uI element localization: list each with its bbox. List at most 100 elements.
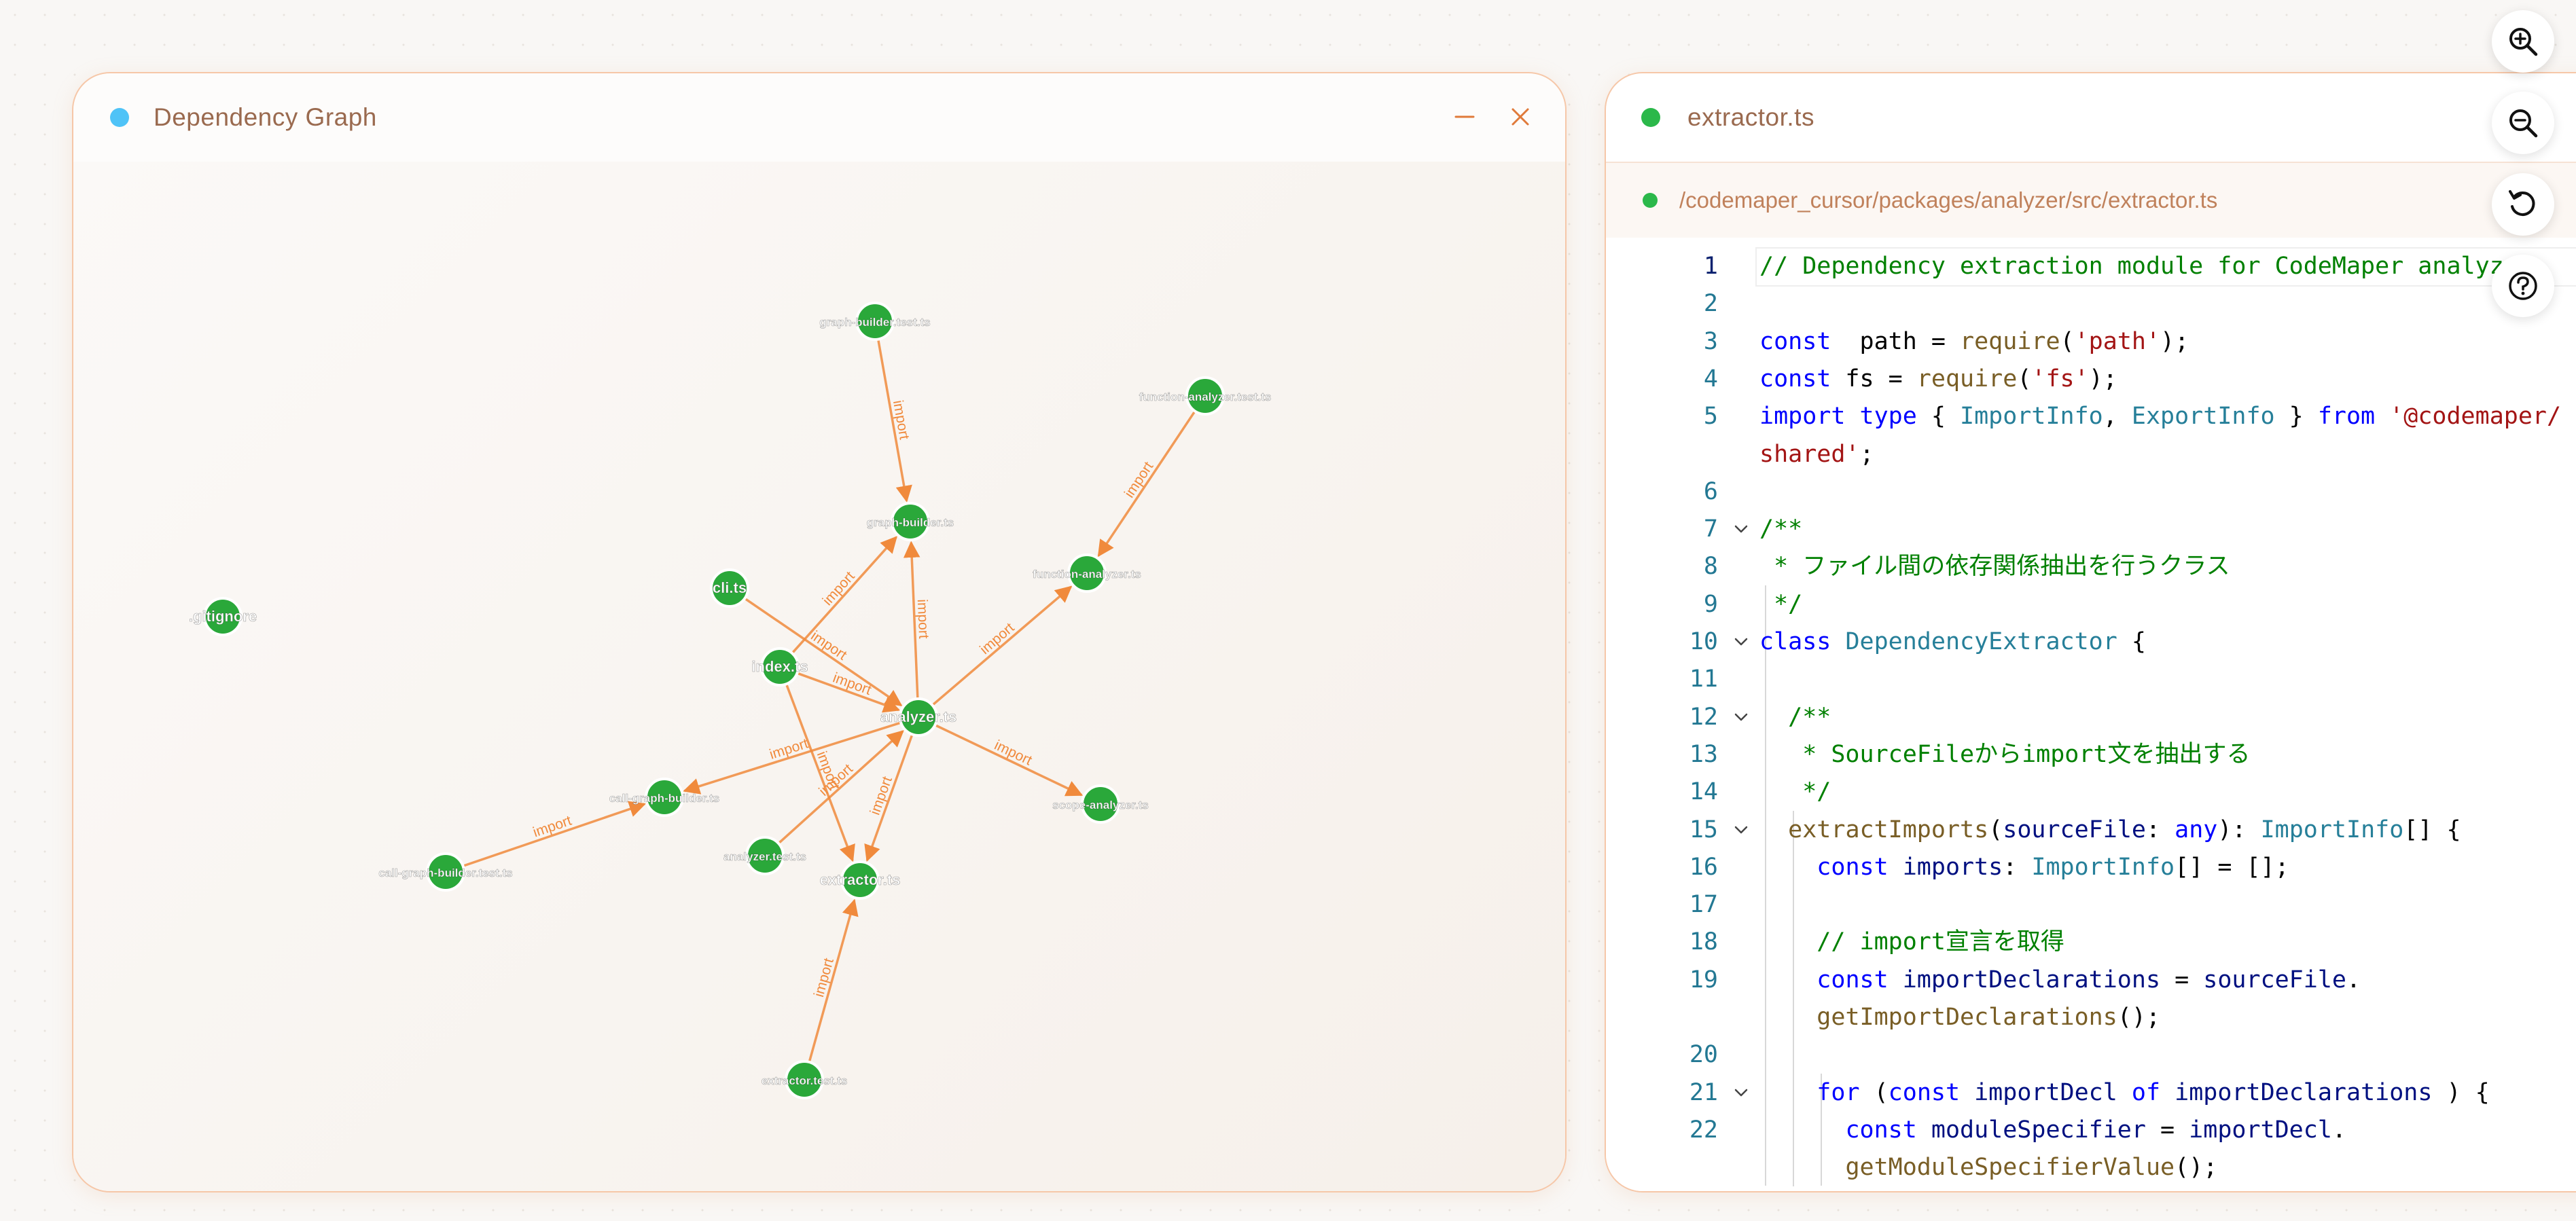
code-text: extractImports(sourceFile: any): ImportI…	[1788, 816, 2461, 843]
code-line[interactable]: 16 const imports: ImportInfo[] = [];	[1606, 848, 2576, 886]
code-text: const imports: ImportInfo[] = [];	[1817, 853, 2289, 881]
reset-view-button[interactable]	[2492, 173, 2554, 236]
code-line[interactable]: 14 */	[1606, 773, 2576, 811]
code-line[interactable]: 19 const importDeclarations = sourceFile…	[1606, 961, 2576, 999]
line-number: 22	[1689, 1116, 1718, 1144]
code-text: // import宣言を取得	[1759, 928, 2064, 956]
reset-icon	[2509, 190, 2535, 216]
graph-node-cli[interactable]: cli.ts	[710, 568, 749, 608]
code-line[interactable]: 11	[1606, 660, 2576, 698]
code-line[interactable]: 17	[1606, 886, 2576, 924]
graph-node-graph-builder[interactable]: graph-builder.ts	[866, 502, 954, 541]
chevron-down-icon[interactable]	[1732, 1083, 1751, 1102]
code-line[interactable]: getModuleSpecifierValue();	[1606, 1148, 2576, 1186]
code-text: const path = require('path');	[1759, 327, 2189, 355]
zoom-in-button[interactable]	[2492, 10, 2554, 73]
graph-node-analyzer-test[interactable]: analyzer.test.ts	[723, 836, 806, 875]
graph-edge-analyzer-test-to-analyzer[interactable]	[777, 730, 904, 845]
code-text: */	[1759, 590, 1803, 618]
close-button[interactable]	[1503, 99, 1538, 134]
graph-node-circle[interactable]	[426, 852, 465, 892]
minimize-button[interactable]	[1447, 99, 1482, 134]
code-line[interactable]: 22 const moduleSpecifier = importDecl.	[1606, 1111, 2576, 1149]
graph-svg[interactable]: importimportimportimportimportimportimpo…	[73, 162, 1565, 1191]
graph-edge-graph-builder-test-to-graph-builder[interactable]	[876, 339, 912, 503]
graph-node-function-analyzer-test[interactable]: function-analyzer.test.ts	[1139, 376, 1272, 416]
code-line[interactable]: shared';	[1606, 435, 2576, 473]
line-number: 17	[1689, 891, 1718, 919]
code-line[interactable]: 6	[1606, 473, 2576, 511]
graph-node-circle[interactable]	[855, 302, 895, 341]
graph-edge-call-graph-builder-test-to-call-graph-builder[interactable]	[462, 801, 646, 867]
code-line[interactable]: 15 extractImports(sourceFile: any): Impo…	[1606, 811, 2576, 849]
code-line[interactable]: 1// Dependency extraction module for Cod…	[1606, 247, 2576, 287]
graph-node-circle[interactable]	[645, 778, 684, 817]
graph-node-extractor-test[interactable]: extractor.test.ts	[761, 1060, 848, 1099]
editor-window-header[interactable]: extractor.ts	[1606, 73, 2576, 162]
graph-window-header[interactable]: Dependency Graph	[73, 73, 1565, 162]
code-line[interactable]: 12 /**	[1606, 698, 2576, 736]
help-button[interactable]	[2492, 255, 2554, 317]
graph-edge-analyzer-to-call-graph-builder[interactable]	[683, 721, 901, 795]
graph-node-call-graph-builder-test[interactable]: call-graph-builder.test.ts	[378, 852, 513, 892]
graph-edge-analyzer-to-function-analyzer[interactable]	[931, 585, 1073, 706]
graph-node-analyzer[interactable]: analyzer.ts	[880, 697, 957, 737]
editor-status-dot	[1641, 108, 1660, 127]
graph-node-extractor[interactable]: extractor.ts	[819, 860, 901, 900]
graph-edge-analyzer-to-extractor[interactable]	[864, 733, 914, 862]
line-number: 16	[1689, 853, 1718, 881]
graph-node-circle[interactable]	[745, 836, 785, 875]
line-number: 21	[1689, 1078, 1718, 1106]
graph-node-graph-builder-test[interactable]: graph-builder.test.ts	[819, 302, 931, 341]
graph-node-circle[interactable]	[1081, 784, 1120, 824]
code-editor[interactable]: 1// Dependency extraction module for Cod…	[1606, 238, 2576, 1191]
zoom-out-button[interactable]	[2492, 92, 2554, 154]
graph-node-function-analyzer[interactable]: function-analyzer.ts	[1033, 553, 1141, 593]
graph-edge-function-analyzer-test-to-function-analyzer[interactable]	[1097, 410, 1196, 558]
code-line[interactable]: 18 // import宣言を取得	[1606, 923, 2576, 961]
graph-node-scope-analyzer[interactable]: scope-analyzer.ts	[1052, 784, 1149, 824]
graph-edge-index-to-graph-builder[interactable]	[791, 536, 897, 655]
current-line-highlight	[1755, 247, 2576, 287]
file-path: /codemaper_cursor/packages/analyzer/src/…	[1679, 187, 2218, 213]
graph-edge-analyzer-to-scope-analyzer[interactable]	[934, 724, 1084, 797]
code-line[interactable]: 13 * SourceFileからimport文を抽出する	[1606, 735, 2576, 773]
code-line[interactable]: 21 for (const importDecl of importDeclar…	[1606, 1074, 2576, 1112]
code-line[interactable]: 2	[1606, 285, 2576, 323]
chevron-down-icon[interactable]	[1732, 520, 1751, 539]
chevron-down-icon[interactable]	[1732, 820, 1751, 839]
graph-node-circle[interactable]	[1185, 376, 1225, 416]
graph-node-circle[interactable]	[710, 568, 749, 608]
code-line[interactable]: 7/**	[1606, 510, 2576, 548]
code-line[interactable]: 20	[1606, 1036, 2576, 1074]
graph-node-gitignore[interactable]: .gitignore	[189, 597, 257, 636]
graph-node-circle[interactable]	[785, 1060, 824, 1099]
graph-node-circle[interactable]	[760, 647, 800, 687]
code-text: * SourceFileからimport文を抽出する	[1759, 740, 2251, 768]
graph-node-label: graph-builder.test.ts	[819, 316, 930, 329]
graph-node-circle[interactable]	[203, 597, 243, 636]
graph-node-call-graph-builder[interactable]: call-graph-builder.ts	[609, 778, 720, 817]
graph-node-index[interactable]: index.ts	[751, 647, 808, 687]
graph-node-circle[interactable]	[899, 697, 938, 737]
graph-edge-analyzer-to-graph-builder[interactable]	[903, 541, 920, 699]
graph-edge-cli-to-analyzer[interactable]	[744, 597, 903, 706]
graph-edge-index-to-analyzer[interactable]	[796, 672, 901, 713]
graph-node-circle[interactable]	[891, 502, 930, 541]
code-line[interactable]: 9 */	[1606, 585, 2576, 623]
graph-node-circle[interactable]	[1067, 553, 1107, 593]
chevron-down-icon[interactable]	[1732, 632, 1751, 651]
graph-node-circle[interactable]	[840, 860, 880, 900]
code-line[interactable]: 8 * ファイル間の依存関係抽出を行うクラス	[1606, 547, 2576, 585]
code-text: class DependencyExtractor {	[1759, 628, 2146, 655]
code-line[interactable]: getImportDeclarations();	[1606, 998, 2576, 1036]
chevron-down-icon[interactable]	[1732, 708, 1751, 727]
graph-edge-extractor-test-to-extractor[interactable]	[808, 898, 859, 1063]
editor-window-title: extractor.ts	[1687, 103, 1814, 131]
graph-edge-index-to-extractor[interactable]	[785, 683, 855, 862]
